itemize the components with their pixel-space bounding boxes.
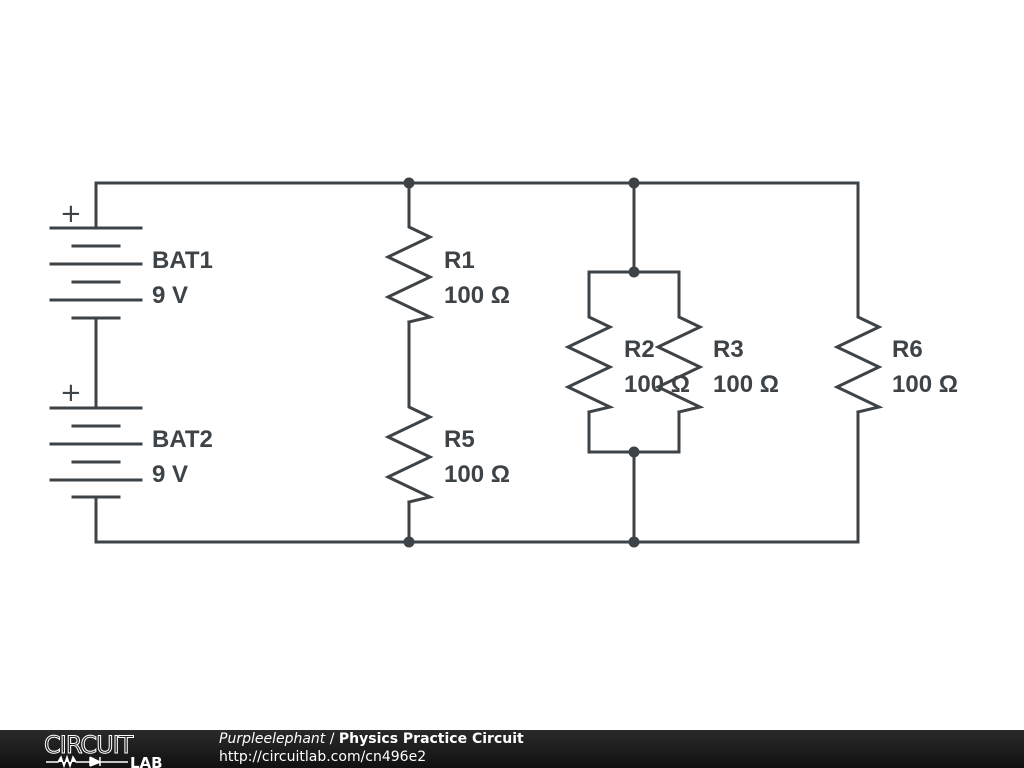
- circuit-schematic: + BAT1 9 V + BAT2 9 V R1 100 Ω R5 100 Ω …: [49, 177, 958, 548]
- circuit-title[interactable]: Physics Practice Circuit: [338, 731, 524, 747]
- r5-value-label: 100 Ω: [444, 461, 510, 488]
- resistor-r3[interactable]: R3 100 Ω: [654, 310, 779, 414]
- r5-ref-label: R5: [444, 426, 475, 453]
- circuit-url[interactable]: http://circuitlab.com/cn496e2: [219, 749, 427, 765]
- footer-title-line: Purpleelephant / Physics Practice Circui…: [219, 731, 524, 747]
- junction-node: [628, 177, 640, 189]
- breadcrumb-separator: /: [325, 731, 339, 747]
- r2-zigzag: [564, 310, 615, 414]
- resistor-r2[interactable]: R2 100 Ω: [564, 310, 690, 414]
- logo-circuit-text: CIRCUIT: [44, 732, 134, 759]
- resistor-r1[interactable]: R1 100 Ω: [384, 220, 510, 324]
- r1-ref-label: R1: [444, 247, 475, 274]
- footer-bar: CIRCUIT LAB Purpleelephant / Physics Pra…: [0, 730, 1024, 768]
- r6-zigzag: [833, 310, 884, 414]
- junction-node: [403, 177, 415, 189]
- r3-zigzag: [654, 310, 705, 414]
- r3-value-label: 100 Ω: [713, 371, 779, 398]
- bat1-value-label: 9 V: [152, 282, 188, 309]
- bat1-plus-sign: +: [60, 199, 82, 229]
- resistor-r6[interactable]: R6 100 Ω: [833, 310, 958, 414]
- junction-node: [403, 536, 415, 548]
- r6-ref-label: R6: [892, 336, 923, 363]
- bat1-ref-label: BAT1: [152, 247, 213, 274]
- logo-lab-text: LAB: [130, 754, 163, 768]
- resistor-r5[interactable]: R5 100 Ω: [384, 400, 510, 504]
- circuitlab-logo[interactable]: CIRCUIT LAB: [42, 732, 176, 768]
- author-link[interactable]: Purpleelephant: [219, 731, 326, 747]
- junctions: [403, 177, 640, 548]
- r2-ref-label: R2: [624, 336, 655, 363]
- wires: [94, 181, 860, 544]
- r1-zigzag: [384, 220, 435, 324]
- r6-value-label: 100 Ω: [892, 371, 958, 398]
- bat2-plus-sign: +: [60, 378, 82, 408]
- r1-value-label: 100 Ω: [444, 282, 510, 309]
- junction-node: [628, 446, 640, 458]
- junction-node: [628, 266, 640, 278]
- bat2-ref-label: BAT2: [152, 426, 213, 453]
- r5-zigzag: [384, 400, 435, 504]
- bat2-value-label: 9 V: [152, 461, 188, 488]
- junction-node: [628, 536, 640, 548]
- r3-ref-label: R3: [713, 336, 744, 363]
- logo-resistor-diode-icon: [46, 754, 128, 768]
- battery-bat1[interactable]: + BAT1 9 V: [49, 199, 213, 320]
- battery-bat2[interactable]: + BAT2 9 V: [49, 378, 213, 499]
